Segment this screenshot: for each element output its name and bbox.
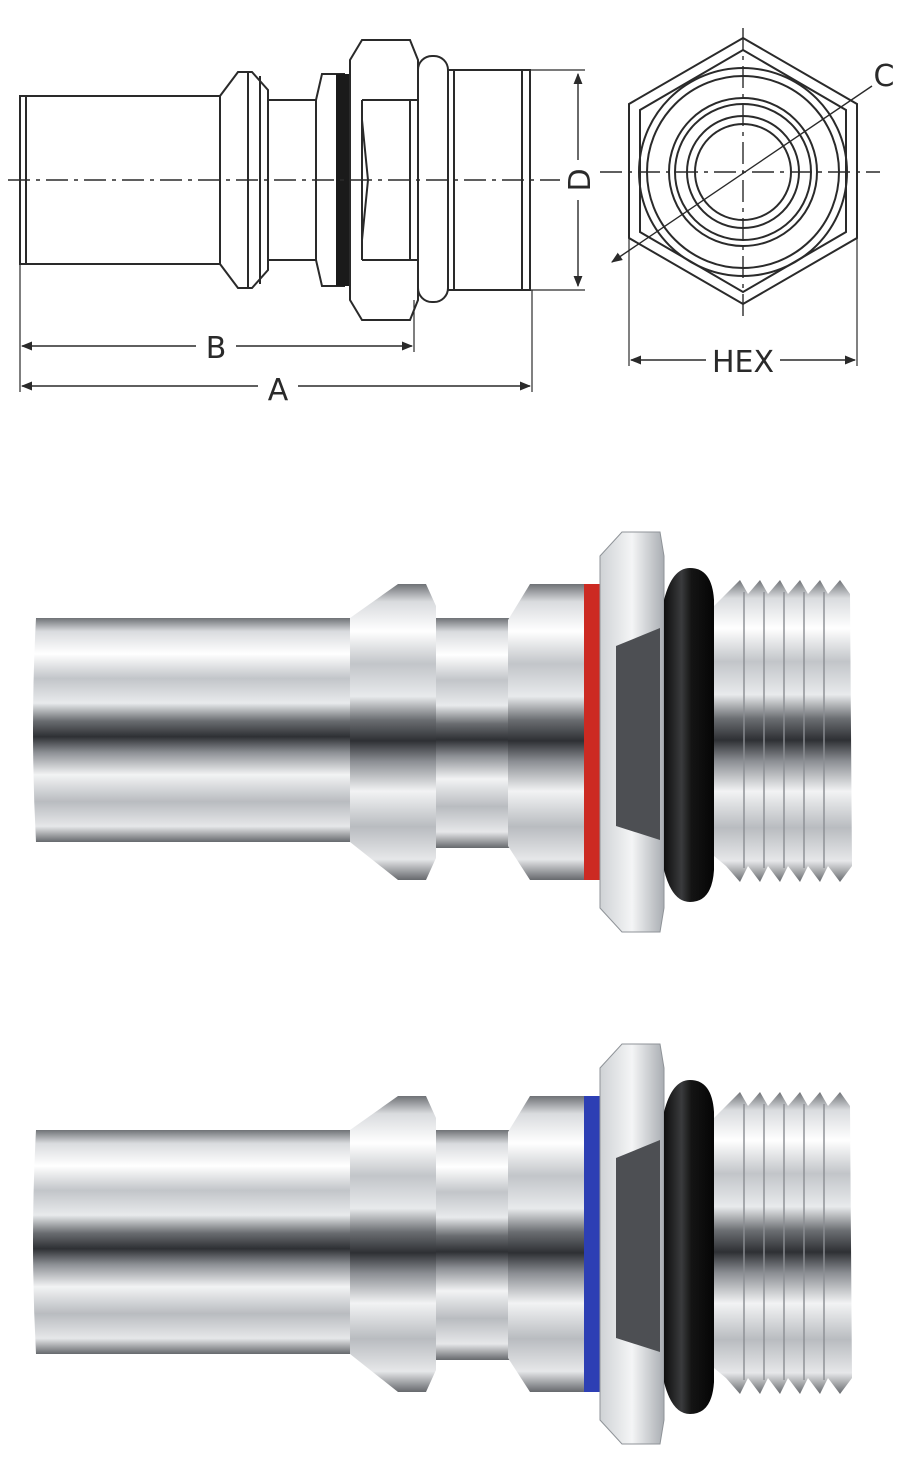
fitting-render-red (33, 531, 852, 933)
render-hex-nut-flat (616, 628, 660, 840)
render-collar (508, 1096, 586, 1392)
render-press-tube (33, 618, 352, 842)
render-marker-ring-blue (584, 1096, 602, 1392)
render-marker-ring-red (584, 584, 602, 880)
dimension-label-b: B (206, 331, 227, 366)
fitting-render-blue (33, 1043, 852, 1445)
dimension-label-d: D (563, 168, 598, 191)
side-view-drawing (8, 39, 585, 392)
render-oring (664, 568, 714, 902)
render-hex-nut-flat (616, 1140, 660, 1352)
dimension-label-hex: HEX (712, 345, 774, 380)
end-view-drawing (600, 28, 880, 366)
render-neck (436, 1130, 510, 1360)
drawing-hex-nut (349, 39, 419, 321)
dimension-label-c: C (874, 59, 895, 94)
render-thread-crests (743, 1104, 825, 1380)
render-collar (508, 584, 586, 880)
render-flare (350, 584, 436, 880)
render-oring (664, 1080, 714, 1414)
render-neck (436, 618, 510, 848)
dimension-label-a: A (268, 373, 289, 408)
render-press-tube (33, 1130, 352, 1354)
render-thread-crests (743, 592, 825, 868)
drawing-oring (417, 55, 449, 303)
render-flare (350, 1096, 436, 1392)
